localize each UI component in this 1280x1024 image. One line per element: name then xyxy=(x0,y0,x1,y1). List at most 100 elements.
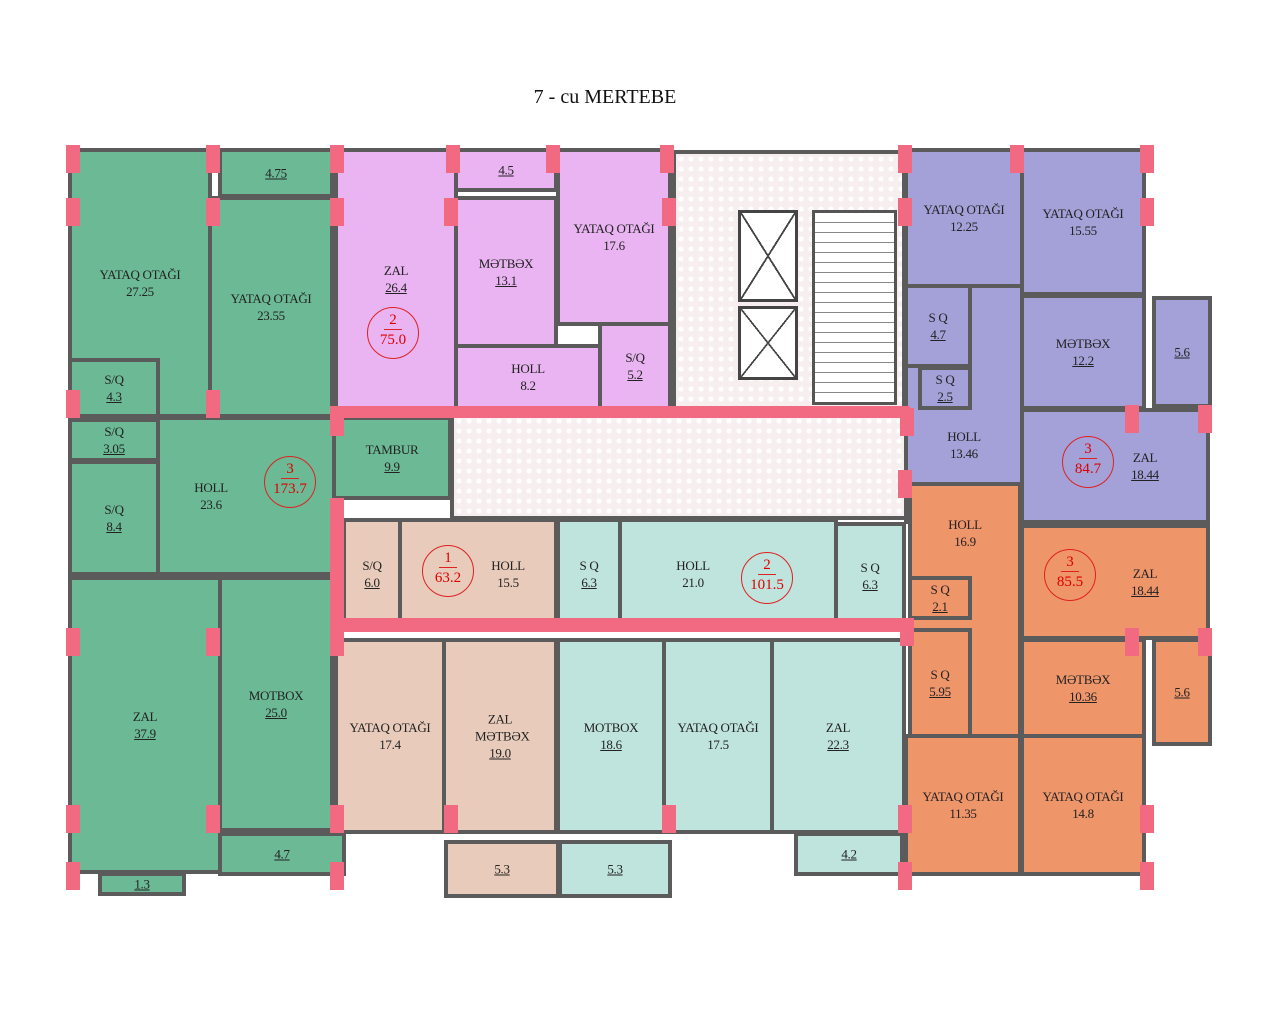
room-name: S Q xyxy=(930,582,950,597)
room-area: 21.0 xyxy=(682,575,704,590)
room-area: 12.2 xyxy=(1072,353,1094,368)
room-area: 10.36 xyxy=(1069,689,1097,704)
room-label: 4.5 xyxy=(458,162,554,179)
room-area: 4.5 xyxy=(498,162,514,178)
room-area: 22.3 xyxy=(827,737,849,752)
room-name: MƏTBƏX xyxy=(1055,672,1111,687)
structural-column xyxy=(1140,862,1154,890)
room-area: 5.6 xyxy=(1174,684,1190,700)
room: ZAL 22.3 xyxy=(770,638,906,834)
structural-column xyxy=(546,145,560,173)
structural-column xyxy=(66,198,80,226)
apartment-marker: 2 101.5 xyxy=(741,552,793,604)
room-label: MƏTBƏX 10.36 xyxy=(1024,671,1142,705)
room-area: 9.9 xyxy=(384,459,400,474)
room-area: 17.5 xyxy=(707,737,729,752)
structural-column xyxy=(330,198,344,226)
room-name: YATAQ OTAĞI xyxy=(922,789,1004,804)
room-name: ZAL xyxy=(825,720,851,735)
structural-column xyxy=(1198,628,1212,656)
room-area: 18.6 xyxy=(600,737,622,752)
apartment-room-count: 3 xyxy=(1061,554,1079,572)
room-label: ZAL 37.9 xyxy=(72,708,218,742)
room-area: 2.5 xyxy=(937,389,953,404)
room-name: YATAQ OTAĞI xyxy=(1042,789,1124,804)
room-area: 5.95 xyxy=(929,684,951,699)
room-name: MƏTBƏX xyxy=(478,256,534,271)
structural-column xyxy=(206,198,220,226)
structural-column xyxy=(206,805,220,833)
apartment-room-count: 3 xyxy=(281,461,299,479)
room-area: 14.8 xyxy=(1072,806,1094,821)
room-area: 18.44 xyxy=(1131,467,1159,482)
room-name: ZAL xyxy=(132,709,158,724)
structural-column xyxy=(66,805,80,833)
structural-column xyxy=(206,390,220,418)
apartment-total-area: 101.5 xyxy=(750,577,784,593)
room: S Q 5.95 xyxy=(908,628,972,738)
structural-column xyxy=(898,805,912,833)
room-area: 6.3 xyxy=(862,577,878,592)
room-name: YATAQ OTAĞI xyxy=(349,720,431,735)
apartment-room-count: 1 xyxy=(439,550,457,568)
room-name: S/Q xyxy=(625,350,645,365)
room-name: S Q xyxy=(930,667,950,682)
room-name: YATAQ OTAĞI xyxy=(923,202,1005,217)
common-corridor-hatched xyxy=(450,412,910,520)
room-name: YATAQ OTAĞI xyxy=(677,720,759,735)
room-name: ZAL xyxy=(1132,566,1158,581)
wall xyxy=(330,618,910,632)
structural-column xyxy=(444,198,458,226)
room-name: ZAL xyxy=(1132,450,1158,465)
structural-column xyxy=(1198,405,1212,433)
room: 5.3 xyxy=(558,840,672,898)
room-label: YATAQ OTAĞI 14.8 xyxy=(1024,788,1142,822)
apartment-room-count: 2 xyxy=(758,557,776,575)
room: 4.5 xyxy=(454,148,558,192)
room: 5.6 xyxy=(1152,638,1212,746)
room-name: ZAL xyxy=(383,263,409,278)
room-area: 37.9 xyxy=(134,726,156,741)
structural-column xyxy=(1125,628,1139,656)
structural-column xyxy=(898,145,912,173)
apartment-total-area: 75.0 xyxy=(379,332,407,348)
room: 4.7 xyxy=(218,832,346,876)
room-name: MƏTBƏX xyxy=(1055,336,1111,351)
room-label: 5.6 xyxy=(1156,684,1208,701)
room-label: YATAQ OTAĞI 17.5 xyxy=(666,719,770,753)
structural-column xyxy=(1010,145,1024,173)
structural-column xyxy=(446,145,460,173)
room-area: 13.46 xyxy=(950,446,978,461)
room-area: 23.6 xyxy=(200,497,222,512)
room: ZAL 37.9 xyxy=(68,576,222,874)
room-area: 4.75 xyxy=(265,165,287,181)
room: MƏTBƏX 12.2 xyxy=(1020,294,1146,410)
apartment-total-area: 85.5 xyxy=(1056,574,1084,590)
structural-column xyxy=(66,145,80,173)
room-label: 4.7 xyxy=(222,846,342,863)
room-name: S/Q xyxy=(104,424,124,439)
